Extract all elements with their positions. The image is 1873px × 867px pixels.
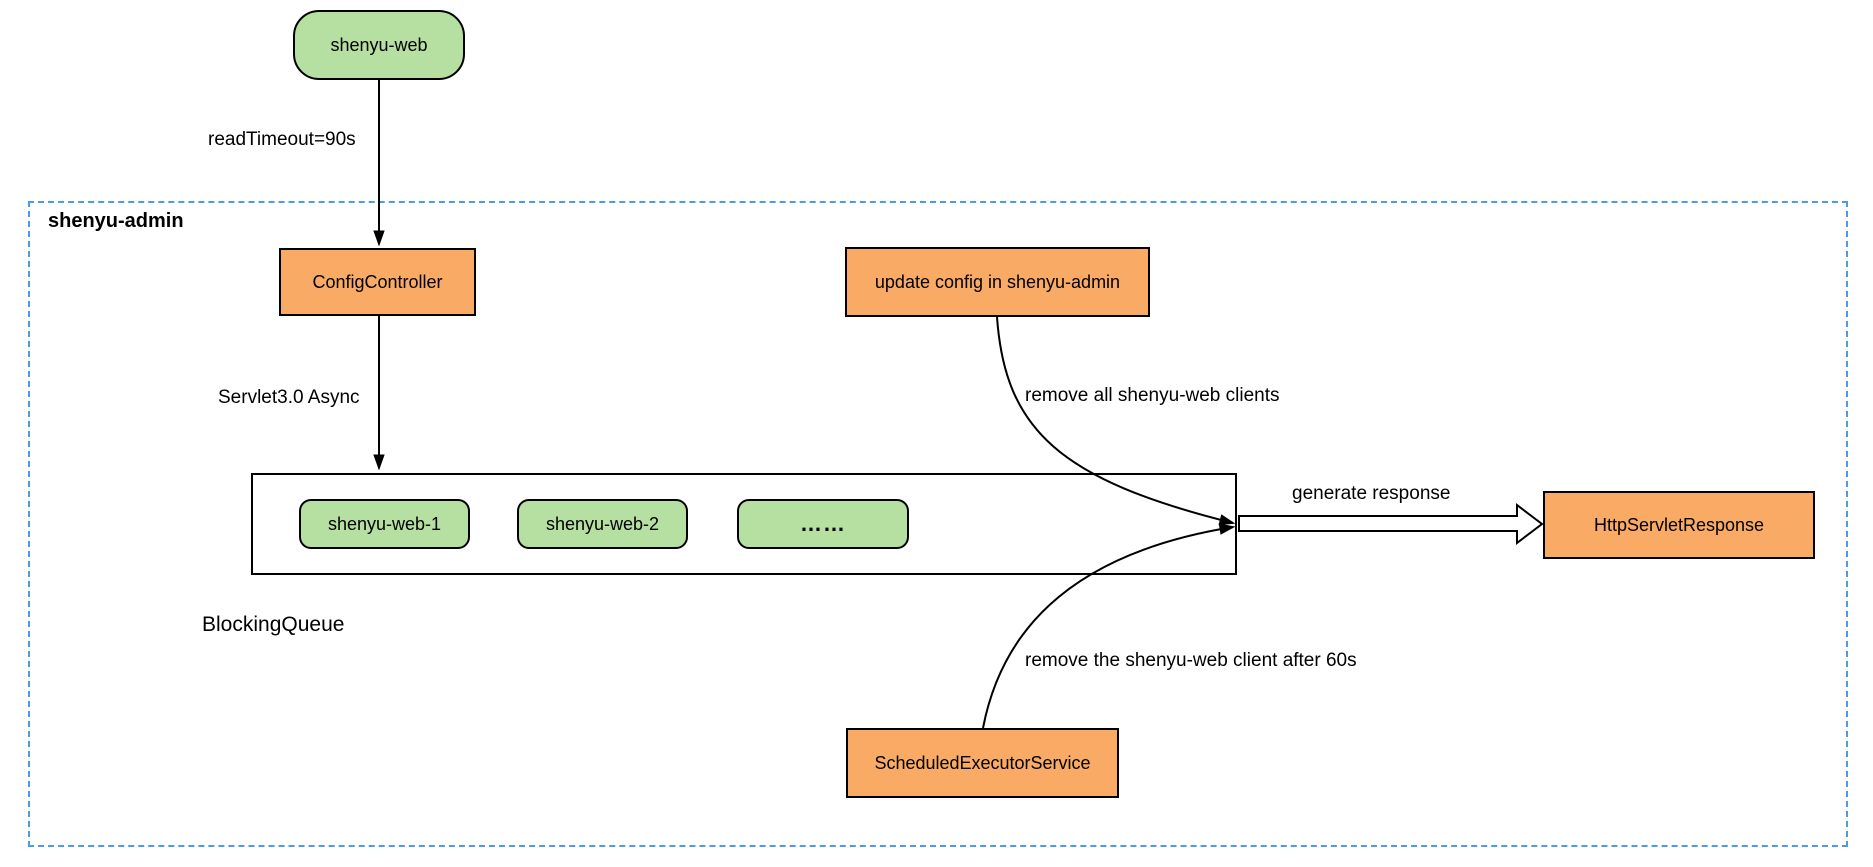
edge-label-remove-client-after-60s: remove the shenyu-web client after 60s	[1025, 650, 1357, 671]
edge-label-servlet-async: Servlet3.0 Async	[218, 387, 360, 408]
node-shenyu-web: shenyu-web	[293, 10, 465, 80]
node-http-servlet-response-label: HttpServletResponse	[1593, 514, 1765, 535]
edge-label-read-timeout: readTimeout=90s	[208, 129, 356, 150]
shenyu-admin-group-label: shenyu-admin	[48, 210, 184, 232]
queue-item-shenyu-web-1: shenyu-web-1	[299, 499, 470, 549]
node-scheduled-executor-label: ScheduledExecutorService	[874, 752, 1091, 773]
node-config-controller: ConfigController	[279, 248, 476, 316]
blocking-queue-label: BlockingQueue	[202, 613, 345, 636]
node-scheduled-executor: ScheduledExecutorService	[846, 728, 1119, 798]
node-http-servlet-response: HttpServletResponse	[1543, 491, 1815, 559]
queue-item-shenyu-web-1-label: shenyu-web-1	[327, 513, 442, 534]
edge-label-generate-response: generate response	[1292, 483, 1451, 504]
queue-item-shenyu-web-2: shenyu-web-2	[517, 499, 688, 549]
node-shenyu-web-label: shenyu-web	[330, 34, 428, 55]
edge-label-remove-all-clients: remove all shenyu-web clients	[1025, 385, 1280, 406]
queue-item-ellipsis: ……	[737, 499, 909, 549]
shenyu-admin-group-box	[28, 201, 1848, 847]
queue-item-shenyu-web-2-label: shenyu-web-2	[545, 513, 660, 534]
node-update-config: update config in shenyu-admin	[845, 247, 1150, 317]
node-update-config-label: update config in shenyu-admin	[874, 271, 1121, 292]
queue-item-ellipsis-label: ……	[800, 511, 846, 536]
node-config-controller-label: ConfigController	[312, 271, 443, 292]
